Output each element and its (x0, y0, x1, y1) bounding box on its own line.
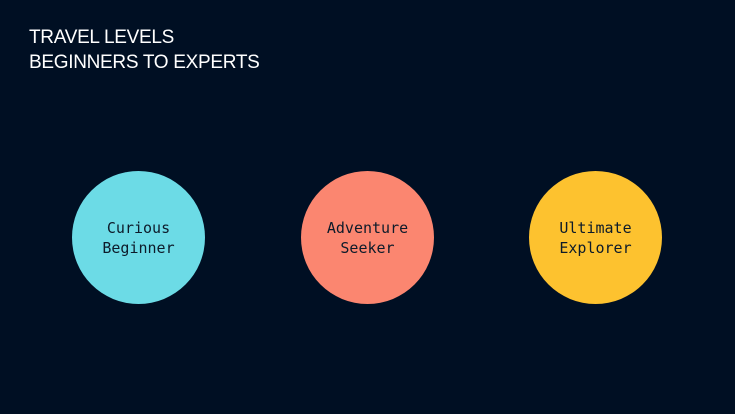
level-label-line-1: Curious (106, 218, 171, 237)
title-line-2: BEGINNERS TO EXPERTS (29, 52, 260, 73)
level-label-line-2: Beginner (102, 238, 175, 257)
title-line-1: TRAVEL LEVELS (29, 27, 175, 48)
level-circle-curious-beginner: Curious Beginner (72, 171, 205, 304)
level-label-line-2: Explorer (559, 238, 632, 257)
level-label-line-2: Seeker (340, 238, 395, 257)
slide-title: TRAVEL LEVELS BEGINNERS TO EXPERTS (29, 25, 260, 75)
level-label-line-1: Ultimate (559, 218, 632, 237)
level-label-line-1: Adventure (326, 218, 409, 237)
level-circle-adventure-seeker: Adventure Seeker (301, 171, 434, 304)
level-circle-ultimate-explorer: Ultimate Explorer (529, 171, 662, 304)
